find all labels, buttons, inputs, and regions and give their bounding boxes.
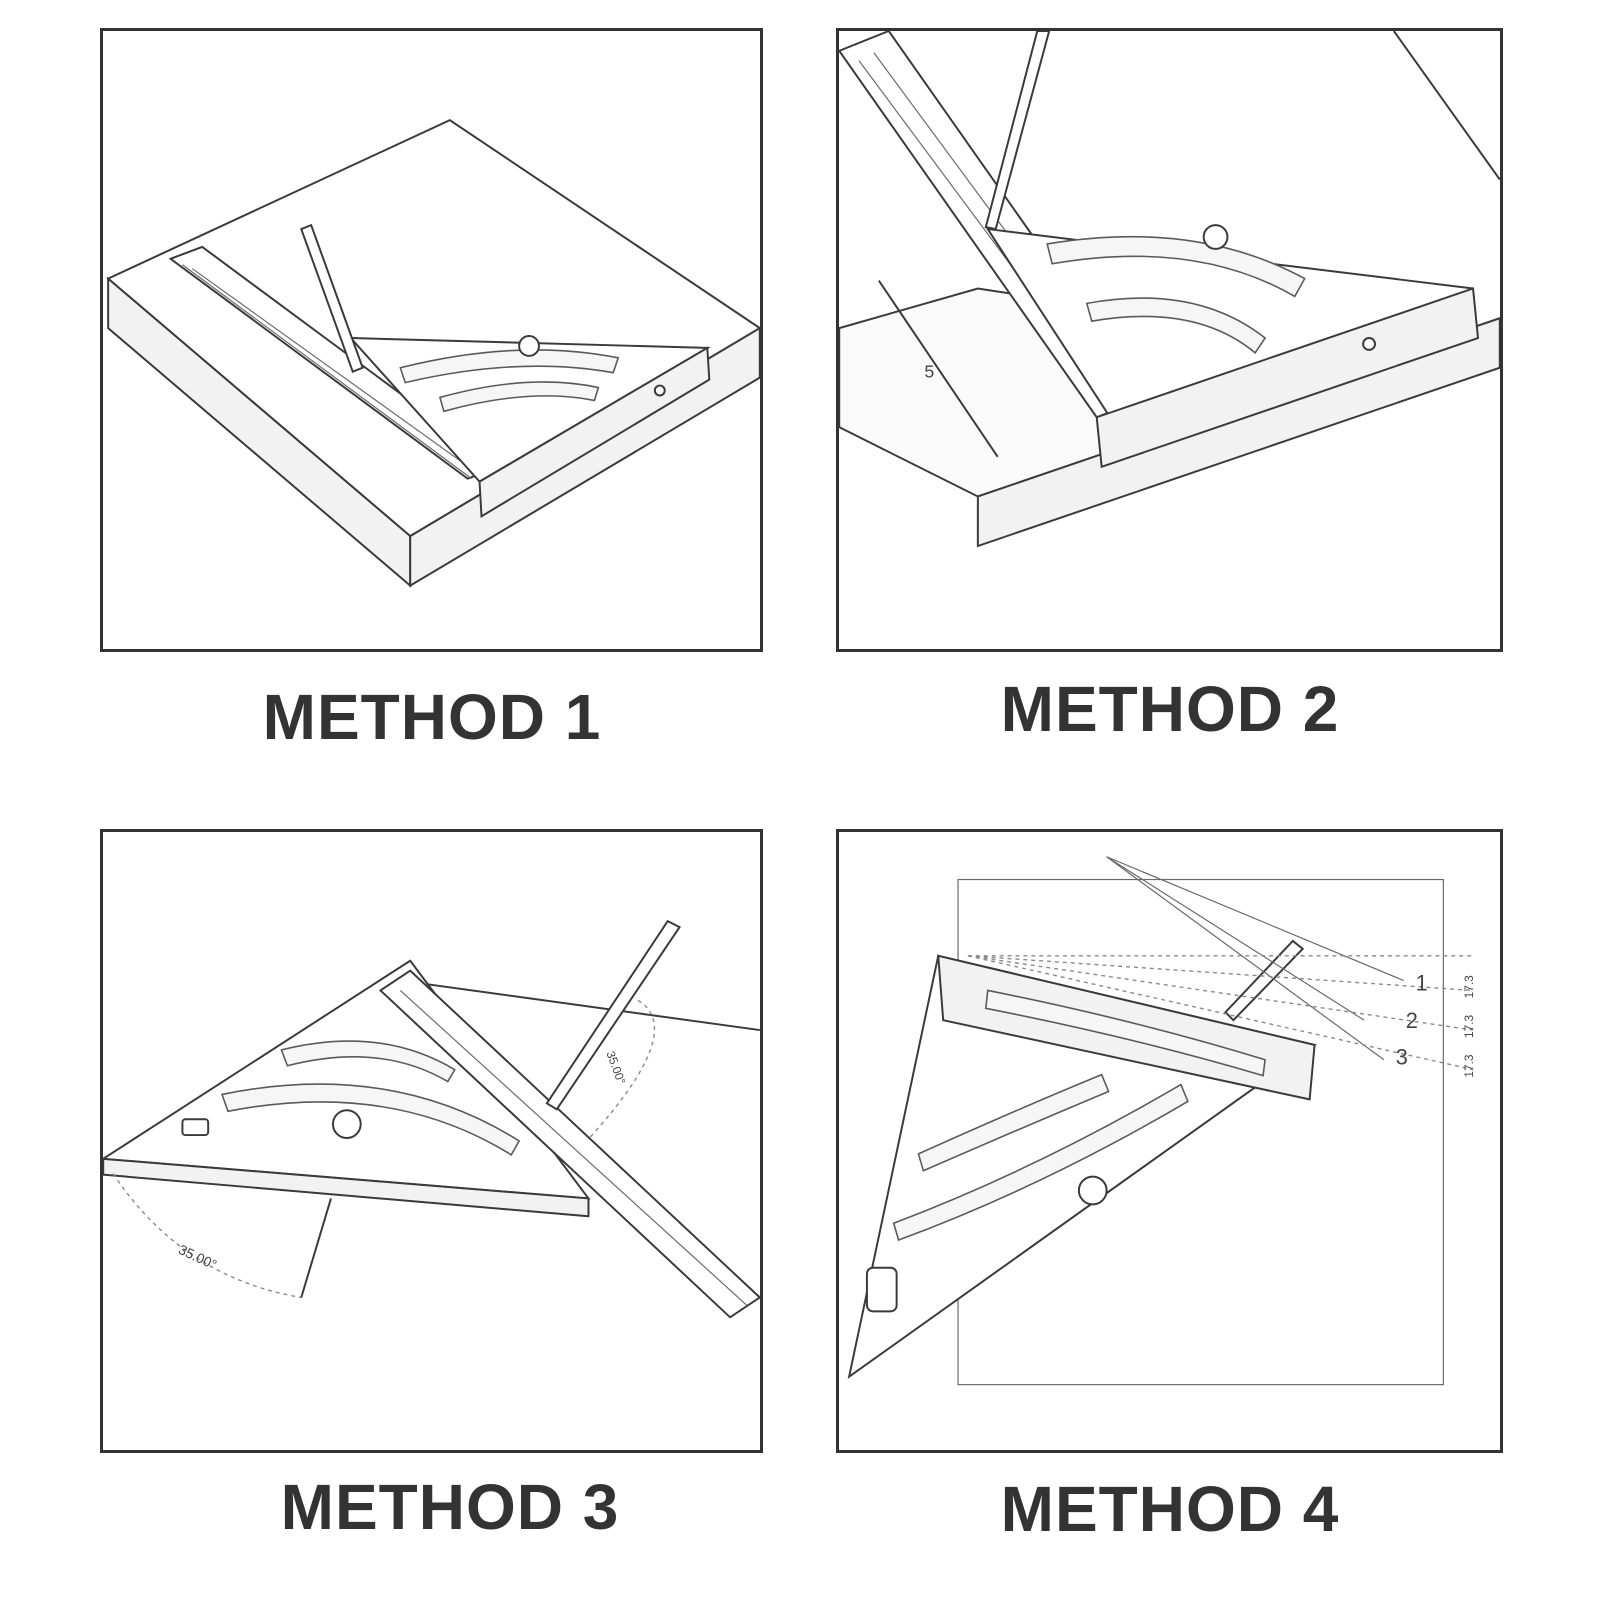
inner-slot: [1085, 297, 1267, 355]
outer-slot: [1046, 235, 1306, 298]
method-2-panel: 5: [836, 28, 1503, 652]
pencil: [1224, 939, 1305, 1022]
measure-line: [878, 280, 999, 458]
outer-slot: [917, 1073, 1110, 1172]
measure-label: 5: [924, 362, 934, 382]
method-3-caption: METHOD 3: [280, 1471, 620, 1543]
inner-slot: [438, 381, 600, 413]
square-fence: [478, 346, 711, 518]
method-4-illustration: 1 2 3 17.3 17.3 17.3: [847, 856, 1476, 1386]
angle-leg-1: [300, 1198, 332, 1298]
ruler-slot: [984, 989, 1266, 1077]
square-fence: [1095, 287, 1480, 469]
pencil: [984, 31, 1051, 231]
method-3-illustration: 35.00° 35.00°: [103, 919, 760, 1319]
line-label-3: 3: [1396, 1045, 1408, 1070]
square-fence: [103, 1157, 590, 1218]
method-1-caption: METHOD 1: [262, 681, 602, 753]
hang-hole: [1362, 337, 1376, 351]
level-vial: [865, 1266, 898, 1313]
method-1-panel: [100, 28, 763, 652]
pencil: [545, 919, 682, 1111]
angle-arc-1: [112, 1173, 302, 1299]
hang-hole: [653, 384, 666, 397]
angle-label-2: 35.00°: [603, 1049, 628, 1086]
board-top: [106, 119, 760, 538]
method-3-panel: 35.00° 35.00°: [100, 829, 763, 1453]
board-edge-line: [1393, 31, 1500, 181]
inner-slot: [892, 1083, 1189, 1242]
angle-label-1: 35.00°: [176, 1241, 219, 1273]
lock-knob: [1202, 224, 1229, 250]
outer-slot: [220, 1083, 521, 1156]
inner-slot: [280, 1040, 456, 1083]
board-edge-line: [400, 979, 760, 1032]
line-label-1: 1: [1416, 970, 1428, 995]
spacing-label-2: 17.3: [1462, 1014, 1476, 1038]
construction-lines: [967, 856, 1474, 1071]
method-2-illustration: 5: [839, 31, 1500, 548]
spacing-label-1: 17.3: [1462, 1054, 1476, 1078]
lock-knob: [331, 1109, 362, 1140]
method-2-caption: METHOD 2: [1000, 673, 1340, 745]
spacing-label-3: 17.3: [1462, 975, 1476, 999]
outer-slot: [399, 349, 620, 384]
pencil: [300, 223, 364, 373]
ruler-ticks: [182, 264, 480, 480]
lock-knob: [1077, 1175, 1108, 1206]
angle-arc-2: [587, 999, 656, 1140]
method-4-panel: 1 2 3 17.3 17.3 17.3: [836, 829, 1503, 1453]
ruler-ticks: [399, 990, 748, 1306]
level-vial: [181, 1118, 210, 1137]
line-label-2: 2: [1406, 1008, 1418, 1033]
lock-knob: [518, 335, 540, 357]
method-1-illustration: [106, 119, 760, 588]
method-4-caption: METHOD 4: [1000, 1473, 1340, 1545]
